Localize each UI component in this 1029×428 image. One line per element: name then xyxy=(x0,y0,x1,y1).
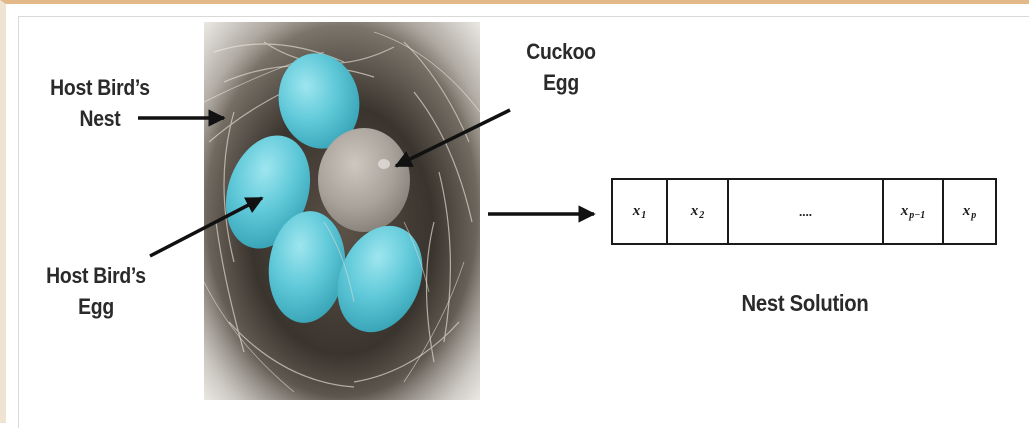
cuckoo-egg-label-line1: Cuckoo xyxy=(504,36,618,67)
host-bird-nest-label-line2: Nest xyxy=(38,103,161,134)
host-bird-nest-label-line1: Host Bird’s xyxy=(38,72,161,103)
host-bird-egg-label-line2: Egg xyxy=(34,291,157,322)
cuckoo-egg-label: Cuckoo Egg xyxy=(504,36,618,98)
nest-solution-array: x1 x2 .... xp−1 xp xyxy=(611,178,997,245)
array-cell-x2: x2 xyxy=(668,180,729,243)
array-cell-xp: xp xyxy=(944,180,995,243)
array-cell-xp-minus-1: xp−1 xyxy=(884,180,944,243)
host-bird-egg-label: Host Bird’s Egg xyxy=(34,260,157,322)
nest-solution-label: Nest Solution xyxy=(713,288,898,318)
array-cell-ellipsis: .... xyxy=(729,180,884,243)
host-bird-egg-label-line1: Host Bird’s xyxy=(34,260,157,291)
array-cell-x1: x1 xyxy=(613,180,668,243)
host-bird-nest-label: Host Bird’s Nest xyxy=(38,72,161,134)
cuckoo-egg-label-line2: Egg xyxy=(504,67,618,98)
nest-photo xyxy=(204,22,480,400)
